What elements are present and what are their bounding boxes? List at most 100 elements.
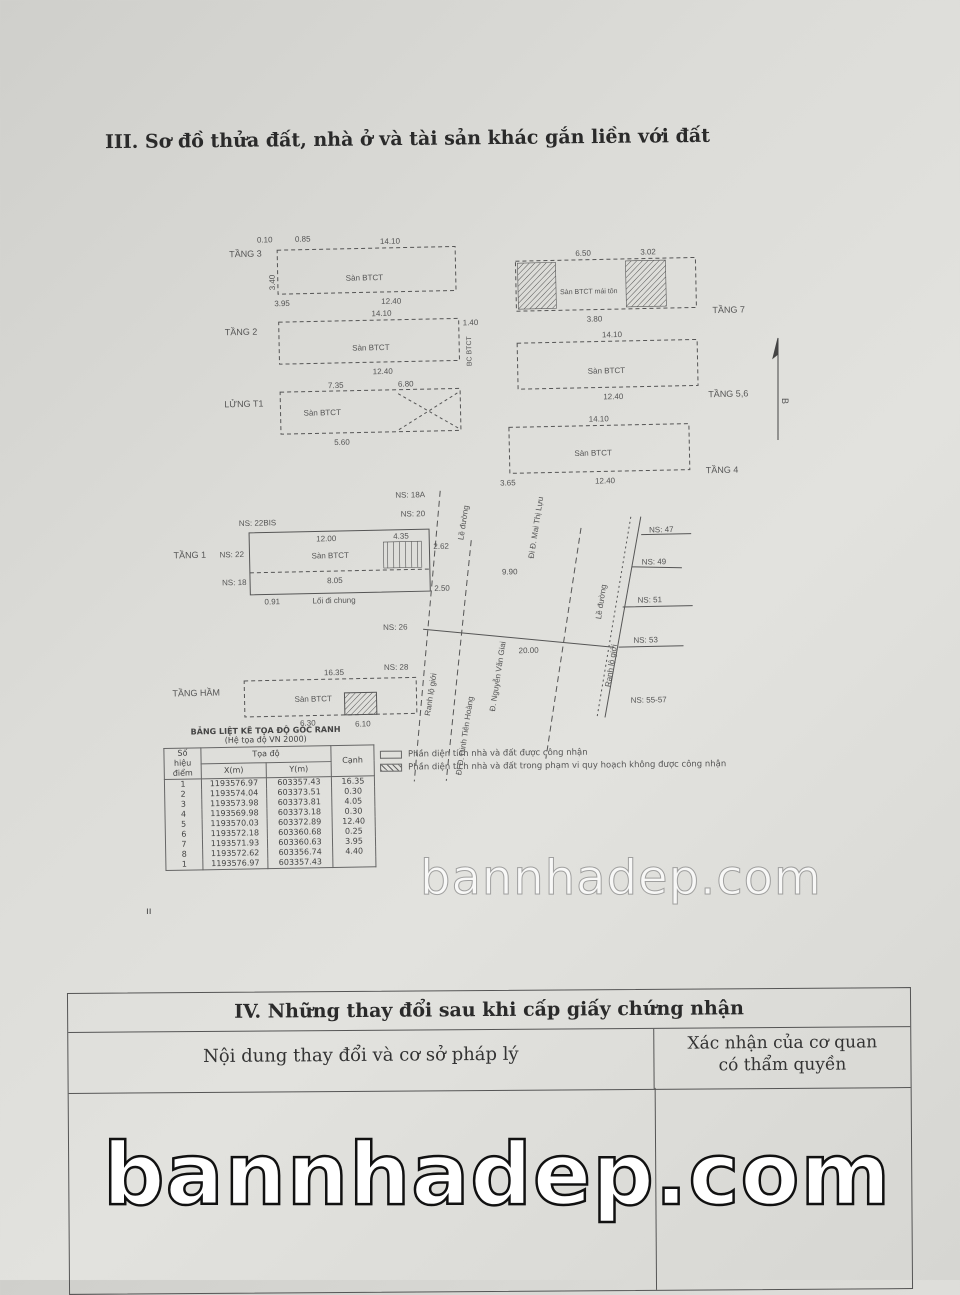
- coordinate-cell-e: 16.35: [331, 775, 375, 788]
- lot-number: NS: 18A: [395, 490, 426, 500]
- header-y: Y(m): [266, 761, 332, 778]
- dimension: 16.35: [324, 668, 345, 677]
- coordinate-cell-e: [332, 856, 376, 868]
- coordinate-cell-p: 1: [164, 778, 202, 790]
- slab-label: Sàn BTCT: [346, 273, 384, 283]
- dimension: 0.10: [257, 235, 273, 244]
- lot-number: NS: 53: [633, 635, 658, 645]
- floor-plan-tang-1: TẦNG 1 Sàn BTCT Lối đi chung 12.00 8.05 …: [173, 490, 450, 673]
- dimension: 6.30: [300, 718, 316, 727]
- dimension: 7.35: [328, 381, 344, 390]
- slab-label: Sàn BTCT: [294, 694, 332, 704]
- floor-plan-tang-7: TẦNG 7 Sàn BTCT mái tôn 6.50 3.02 3.80: [514, 247, 745, 324]
- legend-label: Phần diện tích nhà và đất được công nhận: [407, 747, 588, 760]
- floor-plan-tang-2: TẦNG 2 Sàn BTCT 14.10 12.40 1.40 BC BTCT: [225, 309, 479, 376]
- coordinate-cell-p: 4: [164, 809, 203, 820]
- floor-label: TẦNG 1: [173, 550, 206, 561]
- lot-number: NS: 49: [642, 557, 667, 567]
- dimension: 14.10: [371, 309, 392, 318]
- slab-label: Sàn BTCT mái tôn: [560, 288, 618, 296]
- dimension: 3.80: [587, 314, 603, 323]
- dimension: 6.80: [398, 379, 414, 388]
- confirmation-line-1: Xác nhận của cơ quan: [687, 1032, 878, 1054]
- floor-label: TẦNG HẦM: [172, 687, 220, 698]
- lot-number: NS: 55-57: [631, 695, 668, 705]
- lot-number: NS: 51: [637, 595, 662, 605]
- dimension: 5.60: [334, 438, 350, 447]
- handwritten-mark: ıı: [146, 906, 152, 917]
- coordinate-cell-p: 2: [164, 789, 202, 800]
- dimension: 6.10: [355, 719, 371, 728]
- coordinate-cell-p: 3: [164, 799, 202, 810]
- dimension: 14.10: [380, 237, 401, 246]
- floor-plan-tang-3: TẦNG 3 Sàn BTCT 14.10 12.40 3.95 0.10 0.…: [229, 234, 457, 308]
- north-label: B: [780, 398, 790, 404]
- column-header-content: Nội dung thay đổi và cơ sở pháp lý: [68, 1028, 655, 1093]
- coordinate-cell-x: 1193576.97: [202, 858, 268, 870]
- dimension: 0.85: [295, 234, 311, 243]
- coordinate-table: BẢNG LIỆT KÊ TỌA ĐỘ GÓC RANH (Hệ tọa độ …: [163, 724, 376, 871]
- lot-number: NS: 22BIS: [239, 518, 277, 528]
- lot-number: NS: 22: [219, 550, 244, 560]
- legend: Phần diện tích nhà và đất được công nhận…: [379, 744, 727, 774]
- coordinate-cell-p: 6: [165, 829, 203, 840]
- watermark-big: bannhadep.com: [102, 1124, 892, 1227]
- slab-label: Sàn BTCT: [311, 551, 349, 561]
- blank-swatch-icon: [379, 750, 402, 759]
- floor-plan-tang-ham: TẦNG HẦM Sàn BTCT 16.35 6.30 6.10: [172, 668, 418, 729]
- floor-label: TẦNG 3: [229, 249, 262, 260]
- header-edge: Cạnh: [330, 744, 375, 777]
- floor-plan-lung-t1: LỬNG T1 Sàn BTCT 7.35 6.80 5.60: [224, 379, 462, 447]
- slab-label: Sàn BTCT: [574, 448, 612, 458]
- floor-label: TẦNG 5,6: [708, 388, 748, 399]
- coordinate-cell-p: 7: [165, 839, 203, 850]
- floor-label: LỬNG T1: [224, 398, 263, 410]
- shared-walkway-label: Lối đi chung: [312, 596, 355, 606]
- slab-label: Sàn BTCT: [352, 343, 390, 353]
- dimension: 0.91: [264, 597, 280, 606]
- dimension: 12.40: [381, 297, 402, 306]
- dimension: 9.90: [502, 567, 518, 576]
- watermark-mid: bannhadep.com: [420, 850, 822, 907]
- slab-label: Sàn BTCT: [303, 408, 341, 418]
- dimension: 3.95: [274, 299, 290, 308]
- dimension: 4.35: [393, 531, 409, 540]
- dimension: 3.02: [640, 247, 656, 256]
- column-header-confirmation: Xác nhận của cơ quan có thẩm quyền: [654, 1027, 910, 1089]
- lot-number: NS: 20: [401, 509, 426, 519]
- dimension: 14.10: [602, 330, 623, 339]
- dimension: 20.00: [518, 646, 539, 655]
- lot-number: NS: 28: [384, 663, 409, 673]
- header-x: X(m): [201, 762, 267, 779]
- floor-plan-tang-5-6: TẦNG 5,6 Sàn BTCT 14.10 12.40: [516, 330, 748, 401]
- street-name: Đ. Nguyễn Văn Giai: [488, 641, 508, 712]
- dimension: 3.40: [268, 274, 277, 290]
- dimension: 8.05: [327, 576, 343, 585]
- north-arrow-icon: B: [772, 337, 790, 440]
- header-point: Số hiệu điểm: [163, 747, 202, 780]
- confirmation-line-2: có thẩm quyền: [718, 1054, 847, 1076]
- legend-label: Phần diện tích nhà và đất trong phạm vi …: [408, 758, 727, 773]
- street-name: Ranh lộ giới: [603, 643, 619, 687]
- balcony-label: BC BTCT: [466, 335, 474, 366]
- coordinate-cell-p: 5: [165, 819, 203, 830]
- hatched-swatch-icon: [380, 763, 403, 772]
- street-name: Ranh lộ giới: [423, 672, 439, 716]
- floor-label: TẦNG 4: [706, 465, 739, 476]
- street-name: Lề đường: [594, 584, 608, 620]
- dimension: 2.50: [434, 584, 450, 593]
- slab-label: Sàn BTCT: [588, 366, 626, 376]
- lot-number: NS: 47: [649, 525, 674, 535]
- section-4-title: IV. Những thay đổi sau khi cấp giấy chứn…: [67, 988, 911, 1033]
- coordinate-cell-p: 1: [165, 859, 203, 871]
- dimension: 12.40: [373, 367, 394, 376]
- dimension: 3.65: [500, 478, 516, 487]
- dimension: 6.50: [575, 249, 591, 258]
- lot-number: NS: 18: [222, 578, 247, 588]
- floor-plan-tang-4: TẦNG 4 Sàn BTCT 14.10 12.40 3.65: [500, 414, 739, 487]
- dimension: 12.40: [595, 476, 616, 485]
- dimension: 1.40: [463, 318, 479, 327]
- dimension: 2.62: [433, 542, 449, 551]
- street-name: Đi Đ. Mai Thị Lựu: [527, 496, 545, 559]
